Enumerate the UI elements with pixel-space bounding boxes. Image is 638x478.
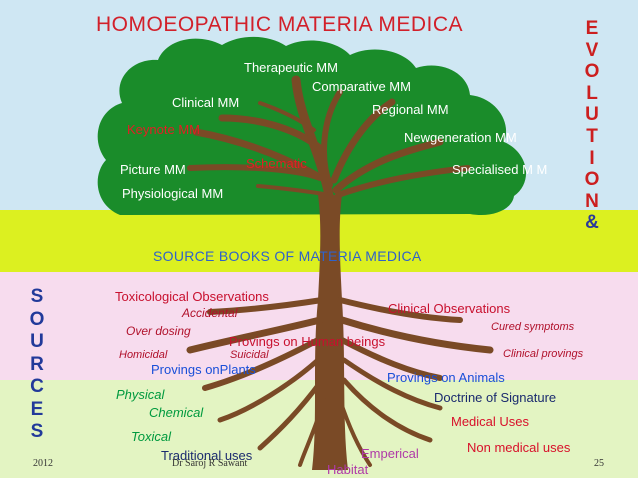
label-cured-symptoms: Cured symptoms <box>491 321 575 333</box>
evolution-letter: O <box>584 61 600 83</box>
label-emperical: Emperical <box>361 446 419 461</box>
footer-page-number: 25 <box>594 458 604 469</box>
label-schematic: Schematic <box>246 156 307 171</box>
label-specialised-mm: Specialised M M <box>452 162 548 177</box>
label-regional-mm: Regional MM <box>372 102 449 117</box>
label-toxicological-observations: Toxicological Observations <box>115 289 269 304</box>
label-medical-uses: Medical Uses <box>451 414 530 429</box>
evolution-vertical-label: E V O L U T I O N & <box>581 18 603 234</box>
label-toxical: Toxical <box>131 429 171 444</box>
sources-letter: E <box>30 398 44 420</box>
source-books-heading: SOURCE BOOKS OF MATERIA MEDICA <box>153 248 422 264</box>
label-keynote-mm: Keynote MM <box>127 122 200 137</box>
label-clinical-observations: Clinical Observations <box>388 301 511 316</box>
label-clinical-mm: Clinical MM <box>172 95 240 110</box>
label-physiological-mm: Physiological MM <box>122 186 224 201</box>
tree-trunk <box>312 195 348 470</box>
label-doctrine-of-signature: Doctrine of Signature <box>434 390 557 405</box>
evolution-letter: O <box>584 169 600 191</box>
label-chemical: Chemical <box>149 405 204 420</box>
label-clinical-provings: Clinical provings <box>503 348 584 360</box>
sources-letter: O <box>29 308 45 330</box>
label-physical: Physical <box>116 387 165 402</box>
label-non-medical-uses: Non medical uses <box>467 440 571 455</box>
label-habitat: Habitat <box>327 462 369 477</box>
sources-letter: U <box>30 331 44 352</box>
label-newgeneration-mm: Newgeneration MM <box>404 130 517 145</box>
label-suicidal: Suicidal <box>230 349 269 361</box>
evolution-letter: I <box>589 147 595 169</box>
yellow-band <box>0 210 638 272</box>
sources-letter: S <box>30 286 44 307</box>
label-provings-plants: Provings onPlants <box>151 362 256 377</box>
sources-letter: R <box>30 353 44 375</box>
page-title: HOMOEOPATHIC MATERIA MEDICA <box>96 13 464 36</box>
sources-letter: S <box>30 421 44 442</box>
footer-date: 2012 <box>33 458 53 469</box>
evolution-letter: U <box>585 104 599 126</box>
label-provings-human-beings: Provings on Human beings <box>229 334 386 349</box>
label-accidental: Accidental <box>182 306 238 320</box>
label-picture-mm: Picture MM <box>120 162 186 177</box>
label-over-dosing: Over dosing <box>126 324 191 338</box>
evolution-letter: E <box>585 18 599 39</box>
sources-vertical-label: S O U R C E S <box>26 286 48 444</box>
evolution-letter: L <box>586 82 598 104</box>
sources-letter: C <box>30 376 44 397</box>
evolution-letter: T <box>586 125 598 147</box>
label-homicidal: Homicidal <box>119 349 168 361</box>
evolution-letter: & <box>585 212 599 234</box>
label-traditional-uses: Traditional uses <box>161 448 253 463</box>
evolution-letter: N <box>585 190 599 212</box>
label-comparative-mm: Comparative MM <box>312 79 411 94</box>
label-provings-animals: Provings on Animals <box>387 370 505 385</box>
label-therapeutic-mm: Therapeutic MM <box>244 60 338 75</box>
footer-author: Dr Saroj R Sawant <box>172 458 248 469</box>
evolution-letter: V <box>585 39 599 61</box>
